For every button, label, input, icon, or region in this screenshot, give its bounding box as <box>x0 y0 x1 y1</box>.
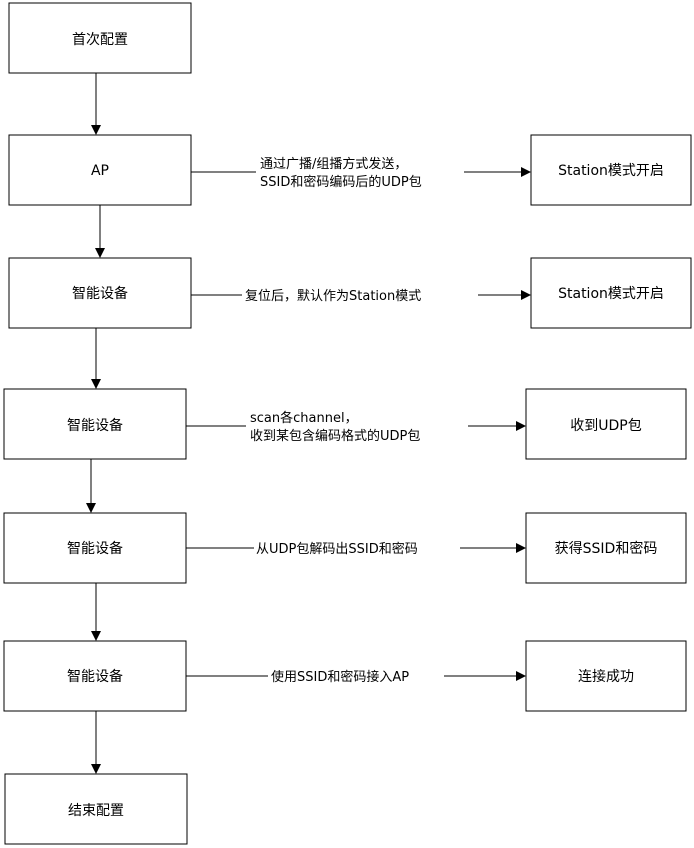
node-station-mode-1-label: Station模式开启 <box>558 163 664 179</box>
node-station-mode-2: Station模式开启 <box>530 257 692 329</box>
edge-label-decode: 从UDP包解码出SSID和密码 <box>256 541 418 557</box>
node-smart-device-3: 智能设备 <box>3 512 187 584</box>
node-first-config-label: 首次配置 <box>72 32 128 48</box>
node-ap: AP <box>8 134 192 206</box>
node-smart-device-1-label: 智能设备 <box>72 285 128 302</box>
node-end-config-label: 结束配置 <box>68 803 124 819</box>
node-connect-success-label: 连接成功 <box>578 668 634 685</box>
node-smart-device-4-label: 智能设备 <box>67 668 123 685</box>
node-smart-device-4: 智能设备 <box>3 640 187 712</box>
edge-label-connect-ap: 使用SSID和密码接入AP <box>271 669 409 685</box>
edge-label-broadcast-line2: SSID和密码编码后的UDP包 <box>260 174 422 190</box>
node-station-mode-1: Station模式开启 <box>530 134 692 206</box>
edge-label-broadcast-line1: 通过广播/组播方式发送， <box>260 156 407 172</box>
node-smart-device-1: 智能设备 <box>8 257 192 329</box>
node-station-mode-2-label: Station模式开启 <box>558 286 664 302</box>
node-smart-device-3-label: 智能设备 <box>67 540 123 557</box>
node-receive-udp: 收到UDP包 <box>525 388 687 460</box>
node-first-config: 首次配置 <box>8 2 192 74</box>
node-receive-udp-label: 收到UDP包 <box>570 418 641 434</box>
edge-label-scan-line1: scan各channel， <box>250 410 358 426</box>
node-get-credentials-label: 获得SSID和密码 <box>555 540 658 557</box>
edge-label-reset-default: 复位后，默认作为Station模式 <box>245 288 421 304</box>
edge-label-scan-line2: 收到某包含编码格式的UDP包 <box>250 428 420 444</box>
node-end-config: 结束配置 <box>4 773 188 845</box>
node-get-credentials: 获得SSID和密码 <box>525 512 687 584</box>
node-smart-device-2: 智能设备 <box>3 388 187 460</box>
node-connect-success: 连接成功 <box>525 640 687 712</box>
node-smart-device-2-label: 智能设备 <box>67 417 123 434</box>
node-ap-label: AP <box>91 163 109 179</box>
